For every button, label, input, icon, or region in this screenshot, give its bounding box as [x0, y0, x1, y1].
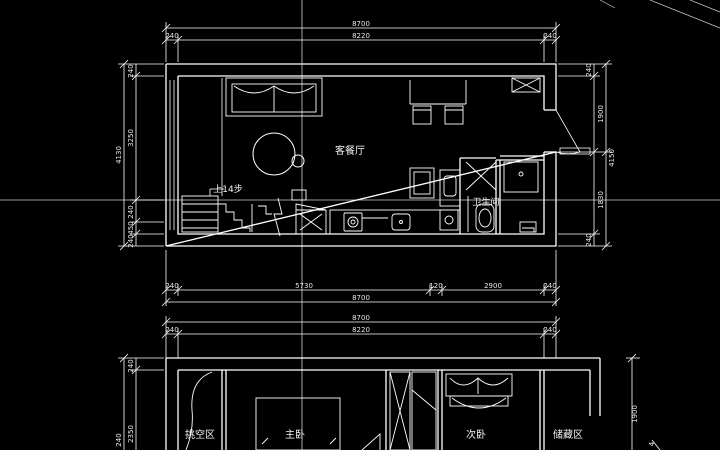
dim-top2-inner: 8220 — [352, 326, 370, 334]
dim-top-inner: 8220 — [352, 32, 370, 40]
master-bed — [255, 397, 341, 450]
plan2-walls — [165, 357, 601, 450]
round-table — [252, 132, 305, 176]
dim-top2-left: 240 — [165, 326, 178, 334]
void-railing — [185, 371, 213, 450]
dim-bottom-left: 240 — [165, 282, 178, 290]
dim-top2-right: 240 — [543, 326, 556, 334]
dim-top-right: 240 — [543, 32, 556, 40]
dim-right2-upper: 1900 — [631, 405, 639, 423]
dim-bottom-span1: 5730 — [295, 282, 313, 290]
room-second: 次卧 — [466, 428, 486, 441]
room-void: 挑空区 — [185, 428, 215, 441]
dim-right-a: 240 — [585, 63, 593, 76]
dim-left-overall: 4130 — [115, 146, 123, 164]
dim-bottom-overall: 8700 — [352, 294, 370, 302]
dim-left-b: 450 — [127, 221, 135, 234]
dim-left2-outer: 240 — [115, 433, 123, 446]
dim-right-b: 240 — [585, 233, 593, 246]
dim-right-upper: 1900 — [597, 105, 605, 123]
break-line — [273, 197, 283, 237]
dim-left2-main: 2350 — [127, 425, 135, 443]
room-storage: 储藏区 — [553, 428, 583, 441]
dimension-left — [118, 59, 164, 251]
dim-left-main: 3250 — [127, 129, 135, 147]
wardrobe — [361, 371, 437, 450]
dim-bottom-span2: 2900 — [484, 282, 502, 290]
sofa — [225, 77, 323, 117]
second-bed — [445, 373, 513, 409]
dim-top2-overall: 8700 — [352, 314, 370, 322]
dim-left2-a: 240 — [127, 359, 135, 372]
dining-chairs — [409, 80, 467, 125]
dim-right-overall: 4150 — [608, 149, 616, 167]
dim-right2-lower: 4 — [648, 441, 656, 446]
dimension-top-plan2 — [161, 316, 561, 358]
dim-top-overall: 8700 — [352, 20, 370, 28]
dim-left-a: 240 — [127, 205, 135, 218]
dim-left-c: 240 — [127, 234, 135, 247]
dim-left-top: 240 — [127, 64, 135, 77]
entry-cabinet — [291, 189, 327, 235]
dim-top-left: 240 — [165, 32, 178, 40]
room-living-dining: 客餐厅 — [335, 144, 365, 157]
bathroom-fixtures — [467, 161, 539, 233]
room-bathroom: 卫生间 — [472, 196, 499, 208]
dim-bottom-mid: 120 — [429, 282, 442, 290]
stairs-arrow — [209, 188, 224, 196]
entry-door — [555, 109, 591, 155]
kitchen-appliances — [409, 161, 497, 231]
corner-cabinet — [511, 77, 541, 93]
stairs — [181, 195, 272, 233]
dimension-right — [558, 59, 612, 251]
stairs-label: 上14步 — [213, 184, 242, 195]
dim-bottom-right: 240 — [543, 282, 556, 290]
dimension-top — [161, 22, 561, 62]
dimension-side-plan2 — [118, 353, 661, 450]
corner-lines — [599, 0, 720, 29]
left-window — [169, 80, 175, 230]
room-master: 主卧 — [285, 428, 305, 441]
dimension-bottom — [161, 250, 561, 307]
kitchen-counter — [329, 209, 461, 235]
dim-right-lower: 1830 — [597, 191, 605, 209]
